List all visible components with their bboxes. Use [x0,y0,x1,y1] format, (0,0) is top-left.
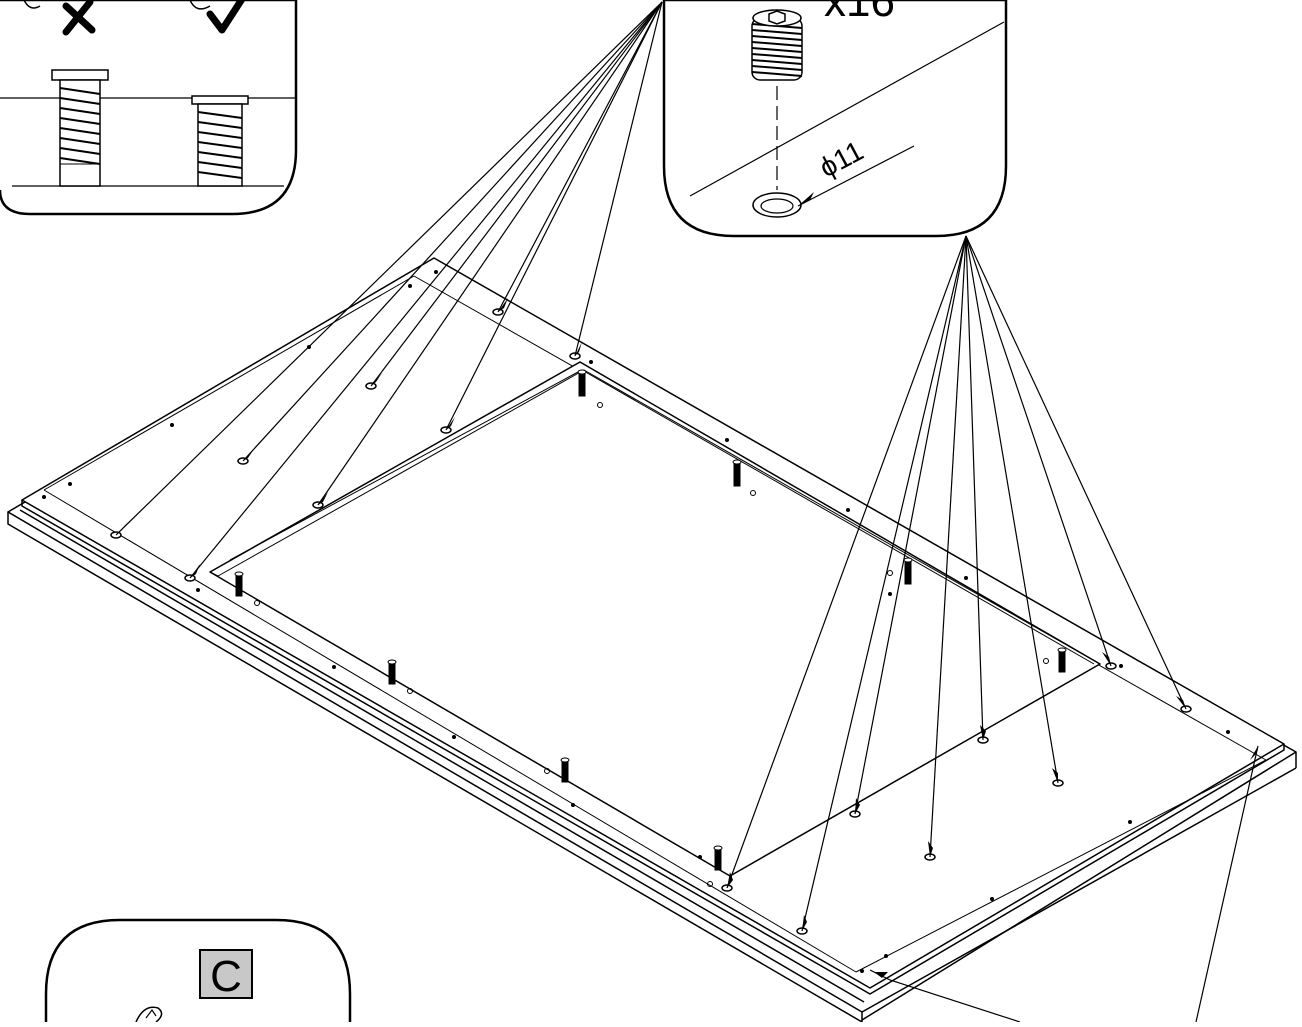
insert-depth-callout [0,0,298,216]
insert-spec-callout: x16 ϕ11 [662,0,1008,238]
bed-frame [7,257,1297,1023]
threaded-insert-icon [751,9,803,81]
dowel-pin [577,369,587,397]
leader-arrowheads [116,298,1258,978]
dowel-pins [234,369,1067,871]
screwdriver-icon [135,1006,163,1023]
dowel-pin [903,557,913,585]
hex-socket-icon [768,10,786,25]
leader-lines [115,1,1259,1023]
correct-insert [191,95,249,187]
dowel-pin [234,571,244,597]
check-mark-icon [189,0,246,34]
wrong-insert [51,69,109,187]
dowel-pin [1057,647,1067,673]
dowel-pin [560,757,570,783]
part-label-box [199,949,253,999]
part-label: C [210,952,242,1001]
cross-mark-icon [23,0,96,36]
step-panel: C [44,918,352,1023]
dowel-pin [387,659,397,685]
dowel-pin [732,459,742,487]
dowel-pin [713,845,723,871]
pilot-holes [42,270,1230,973]
quantity-label: x16 [824,0,895,26]
